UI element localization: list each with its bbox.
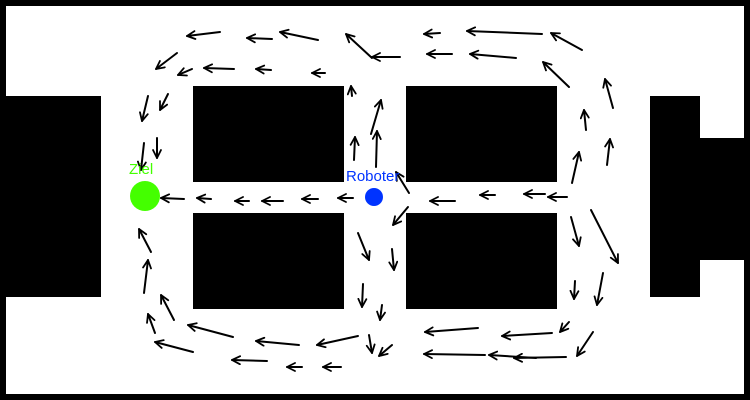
direction-arrow: [231, 355, 268, 366]
obstacle-bottom-right: [406, 213, 557, 309]
direction-arrow: [576, 331, 594, 357]
direction-arrow: [488, 350, 537, 361]
direction-arrow: [569, 280, 580, 300]
direction-arrow: [177, 67, 193, 77]
direction-arrow: [466, 26, 543, 37]
direction-arrow: [376, 304, 386, 321]
direction-arrow: [378, 344, 393, 357]
direction-arrow: [570, 216, 582, 247]
direction-arrow: [160, 294, 175, 321]
direction-arrow: [357, 283, 368, 308]
direction-arrow: [423, 28, 441, 39]
direction-arrow: [395, 171, 410, 194]
direction-arrow: [604, 138, 614, 166]
direction-arrow: [159, 93, 169, 111]
direction-arrow: [160, 193, 185, 204]
direction-arrow: [155, 52, 178, 70]
direction-arrow: [349, 136, 360, 161]
robot-label: Roboter: [346, 168, 399, 185]
goal-label: Ziel: [129, 161, 153, 178]
direction-arrow: [424, 326, 479, 337]
direction-arrow: [388, 248, 399, 271]
direction-arrow: [154, 339, 194, 353]
direction-arrow: [542, 61, 570, 88]
direction-arrow: [255, 336, 300, 347]
direction-arrow: [187, 322, 234, 338]
direction-arrow: [371, 130, 382, 168]
direction-arrow: [423, 349, 486, 360]
direction-arrow: [593, 272, 604, 306]
direction-arrow: [357, 232, 371, 261]
direction-arrow: [346, 85, 357, 97]
right-wall-block: [650, 96, 700, 297]
direction-arrow: [345, 33, 373, 59]
right-wall-extension: [700, 138, 750, 260]
direction-arrow: [279, 28, 319, 41]
direction-arrow: [469, 49, 517, 60]
direction-arrow: [550, 32, 583, 51]
direction-arrow: [571, 151, 583, 184]
direction-arrow: [138, 228, 152, 253]
obstacle-top-right: [406, 86, 557, 182]
direction-arrow: [392, 206, 409, 226]
direction-arrow: [316, 335, 359, 349]
direction-arrow: [142, 259, 152, 294]
direction-arrow: [501, 330, 553, 341]
robot-marker: [365, 188, 383, 206]
direction-arrow: [590, 209, 619, 264]
direction-arrow: [146, 313, 156, 334]
obstacle-bottom-left: [193, 213, 344, 309]
direction-arrow: [559, 321, 570, 333]
direction-arrow: [602, 78, 614, 109]
direction-arrow: [137, 142, 147, 171]
direction-arrow: [370, 99, 384, 135]
direction-arrow: [139, 95, 149, 122]
direction-arrow: [186, 30, 221, 40]
goal-marker: [130, 181, 160, 211]
direction-arrow: [255, 64, 272, 75]
direction-arrow: [579, 109, 590, 131]
direction-arrow: [365, 334, 376, 354]
direction-arrow: [196, 193, 212, 204]
obstacle-top-left: [193, 86, 344, 182]
direction-arrow: [246, 33, 273, 44]
direction-arrow: [203, 63, 235, 74]
vector-field: [137, 26, 619, 372]
left-wall-block: [0, 96, 101, 297]
